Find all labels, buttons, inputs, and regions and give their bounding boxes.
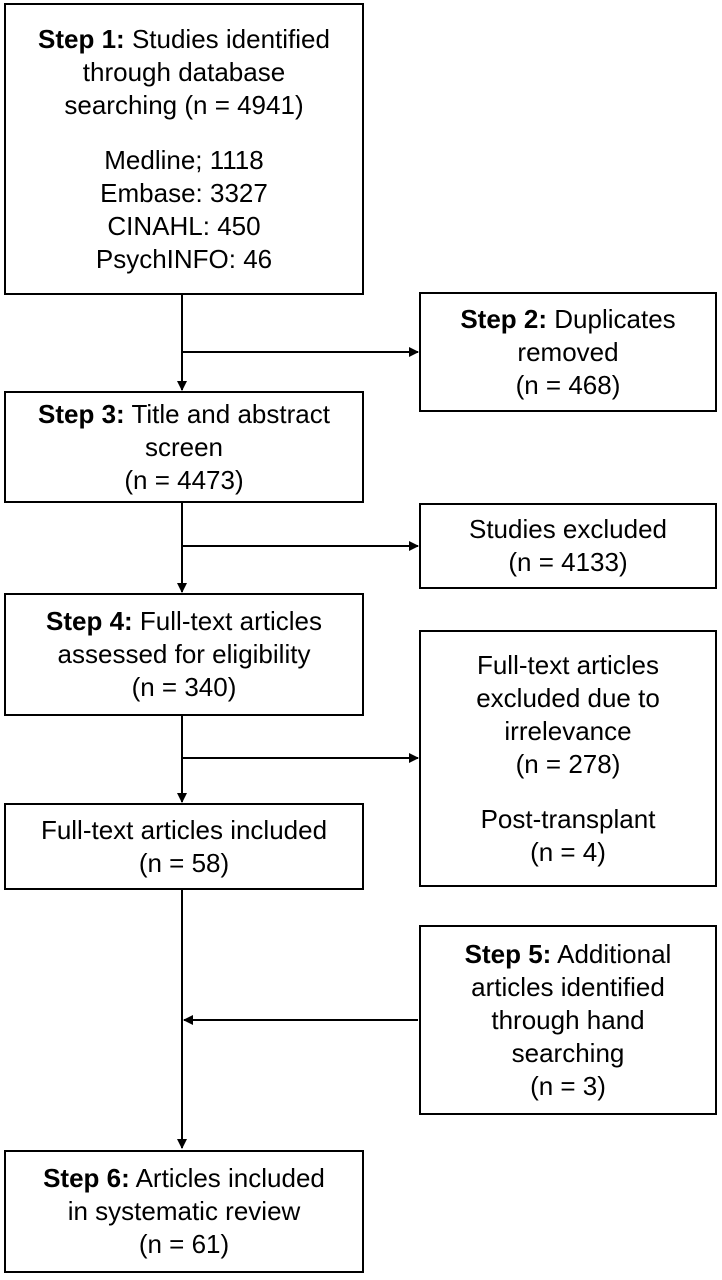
excluded2-line3: irrelevance [504, 715, 632, 746]
step1-title: Studies identified [124, 23, 330, 54]
excluded2-line2: excluded due to [476, 682, 660, 713]
excluded2-box: Full-text articles excluded due to irrel… [419, 630, 717, 887]
step4-count: (n = 340) [131, 672, 237, 702]
step2-label: Step 2: [460, 303, 548, 334]
step3-line2: screen [144, 431, 224, 462]
source-embase: Embase: 3327 [100, 177, 268, 208]
excluded1-count: (n = 4133) [508, 547, 628, 577]
step5-label: Step 5: [464, 938, 552, 969]
step1-box: Step 1: Studies identified through datab… [4, 3, 364, 295]
step5-box: Step 5: Additional articles identified t… [419, 925, 717, 1115]
step2-title: Duplicates [547, 303, 676, 334]
step4-box: Step 4: Full-text articles assessed for … [4, 593, 364, 716]
included-box: Full-text articles included (n = 58) [4, 803, 364, 890]
step2-box: Step 2: Duplicates removed (n = 468) [419, 292, 717, 412]
step3-label: Step 3: [38, 398, 125, 429]
step5-title: Additional [551, 938, 672, 969]
step4-label: Step 4: [46, 606, 133, 636]
source-cinahl: CINAHL: 450 [107, 210, 261, 241]
step3-title: Title and abstract [124, 398, 330, 429]
step6-box: Step 6: Articles included in systematic … [4, 1150, 364, 1273]
post-transplant-count: (n = 4) [530, 836, 606, 867]
step5-line4: searching [511, 1037, 625, 1068]
step6-label: Step 6: [43, 1163, 130, 1193]
step6-count: (n = 61) [138, 1229, 230, 1259]
step1-title-line2: through database [82, 56, 286, 87]
step5-line3: through hand [491, 1004, 645, 1035]
step2-line2: removed [517, 336, 619, 367]
excluded1-label: Studies excluded [468, 514, 668, 544]
step3-count: (n = 4473) [124, 464, 244, 495]
excluded1-box: Studies excluded (n = 4133) [419, 503, 717, 589]
post-transplant-label: Post-transplant [480, 803, 656, 834]
step1-title-line3: searching (n = 4941) [64, 89, 304, 120]
step4-line2: assessed for eligibility [57, 639, 311, 669]
step6-title: Articles included [129, 1163, 325, 1193]
source-medline: Medline; 1118 [104, 144, 264, 175]
step2-count: (n = 468) [515, 369, 621, 400]
source-psychinfo: PsychINFO: 46 [95, 243, 273, 274]
excluded2-line1: Full-text articles [476, 649, 660, 680]
step6-line2: in systematic review [67, 1196, 301, 1226]
step3-box: Step 3: Title and abstract screen (n = 4… [4, 391, 364, 503]
included-count: (n = 58) [138, 847, 230, 878]
step5-line2: articles identified [471, 971, 665, 1002]
excluded2-count: (n = 278) [515, 748, 621, 779]
step4-title: Full-text articles [132, 606, 322, 636]
step1-label: Step 1: [38, 23, 125, 54]
included-label: Full-text articles included [40, 814, 328, 845]
step5-count: (n = 3) [530, 1070, 606, 1101]
